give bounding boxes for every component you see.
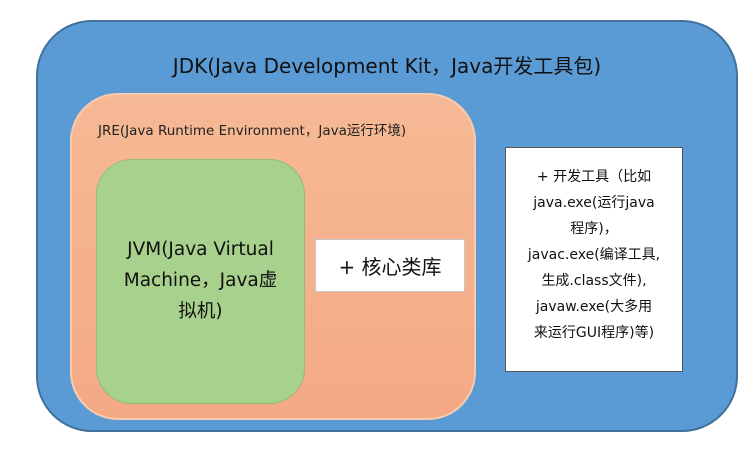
jvm-box: JVM(Java Virtual Machine，Java虚 拟机) xyxy=(96,159,305,404)
dev-tools-line-2: java.exe(运行java xyxy=(533,195,655,211)
dev-tools-line-4: javac.exe(编译工具, xyxy=(527,247,661,263)
jvm-label: JVM(Java Virtual Machine，Java虚 拟机) xyxy=(109,234,292,327)
jvm-label-line-2: Machine，Java虚 xyxy=(123,270,278,291)
dev-tools-line-6: javaw.exe(大多用 xyxy=(535,299,653,315)
jvm-label-line-1: JVM(Java Virtual xyxy=(127,239,274,260)
dev-tools-line-5: 生成.class文件), xyxy=(541,273,647,289)
dev-tools-box: + 开发工具（比如 java.exe(运行java 程序)， javac.exe… xyxy=(505,147,683,372)
core-library-box: + 核心类库 xyxy=(315,239,465,292)
jre-label: JRE(Java Runtime Environment，Java运行环境) xyxy=(98,123,407,139)
jvm-label-line-3: 拟机) xyxy=(178,301,223,322)
dev-tools-line-3: 程序)， xyxy=(570,221,618,237)
jdk-label: JDK(Java Development Kit，Java开发工具包) xyxy=(172,54,602,78)
dev-tools-line-1: + 开发工具（比如 xyxy=(536,169,652,185)
dev-tools-line-7: 来运行GUI程序)等) xyxy=(533,325,655,341)
core-library-label: + 核心类库 xyxy=(338,255,442,279)
